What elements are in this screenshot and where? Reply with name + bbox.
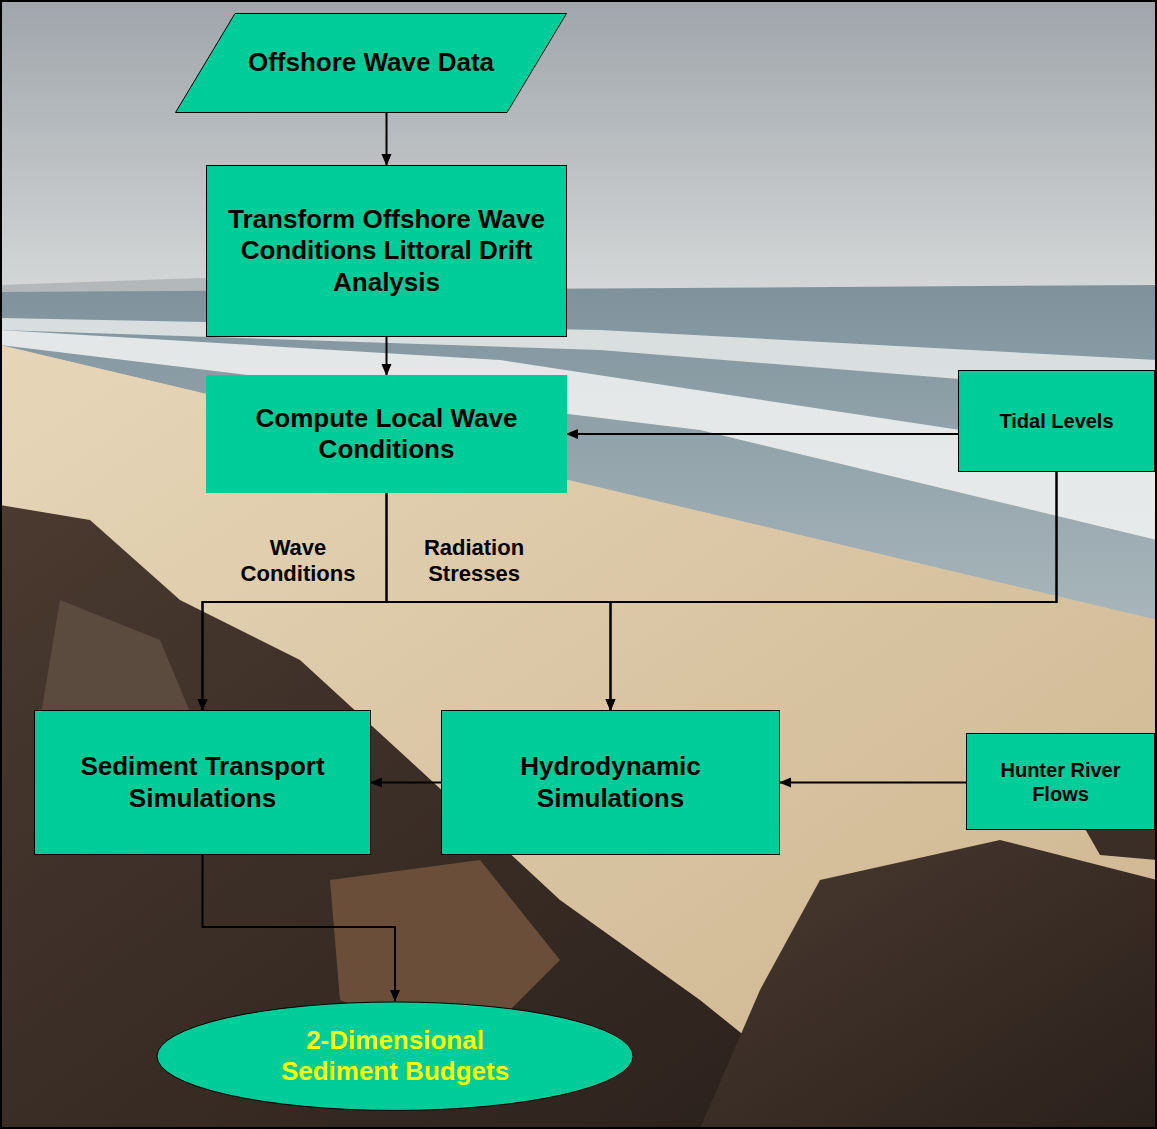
node-label: Transform Offshore Wave Conditions Litto… — [218, 204, 555, 298]
connector-arrow — [371, 782, 441, 784]
process-box: Compute Local Wave Conditions — [206, 375, 567, 493]
process-box: Hunter River Flows — [966, 733, 1155, 830]
node-label: Sediment Transport Simulations — [46, 751, 359, 813]
node-label: Compute Local Wave Conditions — [218, 403, 555, 465]
output-ellipse: 2-Dimensional Sediment Budgets — [156, 1001, 634, 1111]
process-box: Tidal Levels — [958, 370, 1155, 472]
input-parallelogram: Offshore Wave Data — [175, 13, 567, 113]
node-label: Hydrodynamic Simulations — [453, 751, 768, 813]
connector-arrow — [203, 472, 1057, 710]
node-label: Offshore Wave Data — [248, 47, 494, 78]
edge-label: Radiation Stresses — [394, 535, 554, 588]
text-group: Hydrodynamic Simulations — [453, 751, 768, 813]
text-group: Compute Local Wave Conditions — [218, 403, 555, 465]
text-group: Offshore Wave Data — [248, 47, 494, 78]
process-box: Hydrodynamic Simulations — [441, 710, 780, 855]
sky — [0, 0, 1157, 300]
edge-label: Wave Conditions — [218, 535, 378, 588]
text-group: Transform Offshore Wave Conditions Litto… — [218, 204, 555, 298]
node-label: Tidal Levels — [999, 409, 1113, 433]
text-group: Tidal Levels — [999, 409, 1113, 433]
rocks — [700, 840, 1157, 1129]
process-box: Transform Offshore Wave Conditions Litto… — [206, 165, 567, 337]
node-label: Hunter River Flows — [976, 758, 1145, 806]
process-box: Sediment Transport Simulations — [34, 710, 371, 855]
text-group: Sediment Transport Simulations — [46, 751, 359, 813]
connector-arrow — [203, 855, 396, 1001]
connector-arrow — [386, 337, 388, 375]
connector-arrow — [386, 113, 388, 165]
node-label: 2-Dimensional Sediment Budgets — [260, 1025, 530, 1087]
text-group: 2-Dimensional Sediment Budgets — [260, 1025, 530, 1087]
shape-fill — [176, 14, 567, 113]
sand — [0, 345, 1157, 1129]
text-group: Hunter River Flows — [976, 758, 1145, 806]
connector-arrow — [567, 433, 958, 435]
shape-fill — [157, 1002, 633, 1110]
rocks — [0, 505, 860, 1129]
connector-arrow — [780, 782, 966, 784]
connector-arrow — [611, 472, 1057, 710]
